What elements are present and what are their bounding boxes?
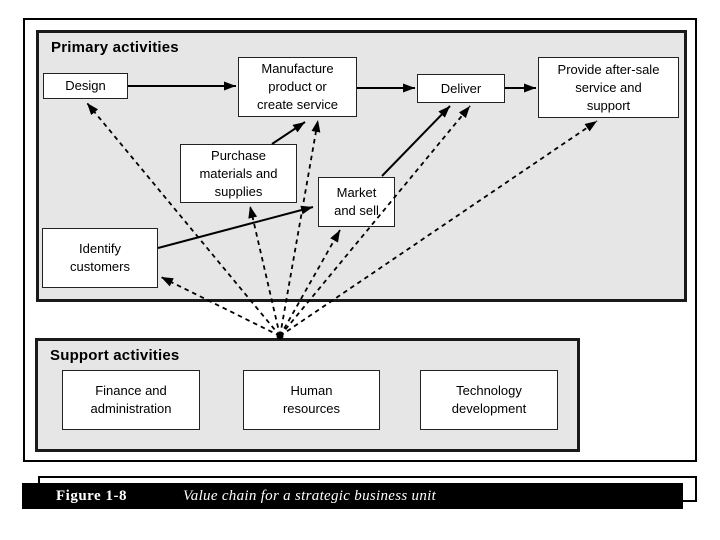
node-label-line: Purchase bbox=[211, 147, 266, 163]
node-label-line: Technology bbox=[456, 383, 522, 398]
node-technology-development: Technology development bbox=[420, 370, 558, 430]
node-label-line: Provide after-sale bbox=[557, 61, 660, 77]
node-label-line: supplies bbox=[214, 183, 263, 199]
support-activities-title: Support activities bbox=[50, 347, 180, 364]
node-label-line: create service bbox=[257, 97, 338, 112]
figure-label: Figure 1-8 bbox=[56, 487, 127, 504]
node-manufacture: Manufacture product or create service bbox=[238, 57, 357, 117]
figure-title: Value chain for a strategic business uni… bbox=[182, 487, 437, 504]
figure-caption-bar: Figure 1-8 Value chain for a strategic b… bbox=[22, 483, 683, 509]
node-label-line: Deliver bbox=[440, 80, 482, 96]
node-label-line: customers bbox=[70, 259, 130, 274]
node-label-line: Design bbox=[65, 78, 106, 93]
node-after-sale-service: Provide after-sale service and support bbox=[538, 57, 679, 118]
node-label-line: administration bbox=[90, 401, 172, 416]
node-label-line: support bbox=[586, 97, 631, 113]
node-label-line: Finance and bbox=[95, 383, 167, 398]
node-market-and-sell: Market and sell bbox=[318, 177, 395, 227]
node-finance-administration: Finance and administration bbox=[62, 370, 200, 430]
node-purchase-materials: Purchase materials and supplies bbox=[180, 144, 297, 203]
node-design: Design bbox=[43, 73, 128, 99]
node-label-line: service and bbox=[575, 79, 642, 95]
node-label-line: resources bbox=[282, 401, 341, 416]
node-identify-customers: Identify customers bbox=[42, 228, 158, 288]
node-label-line: Manufacture bbox=[261, 61, 334, 76]
primary-activities-title: Primary activities bbox=[51, 39, 179, 56]
node-human-resources: Human resources bbox=[243, 370, 380, 430]
node-label-line: Human bbox=[290, 383, 333, 398]
node-label-line: development bbox=[451, 401, 527, 416]
node-label-line: product or bbox=[268, 79, 327, 94]
node-label-line: and sell bbox=[334, 203, 379, 218]
node-deliver: Deliver bbox=[417, 74, 505, 103]
node-label-line: Market bbox=[336, 185, 377, 200]
node-label-line: materials and bbox=[199, 165, 278, 181]
node-label-line: Identify bbox=[79, 241, 121, 256]
